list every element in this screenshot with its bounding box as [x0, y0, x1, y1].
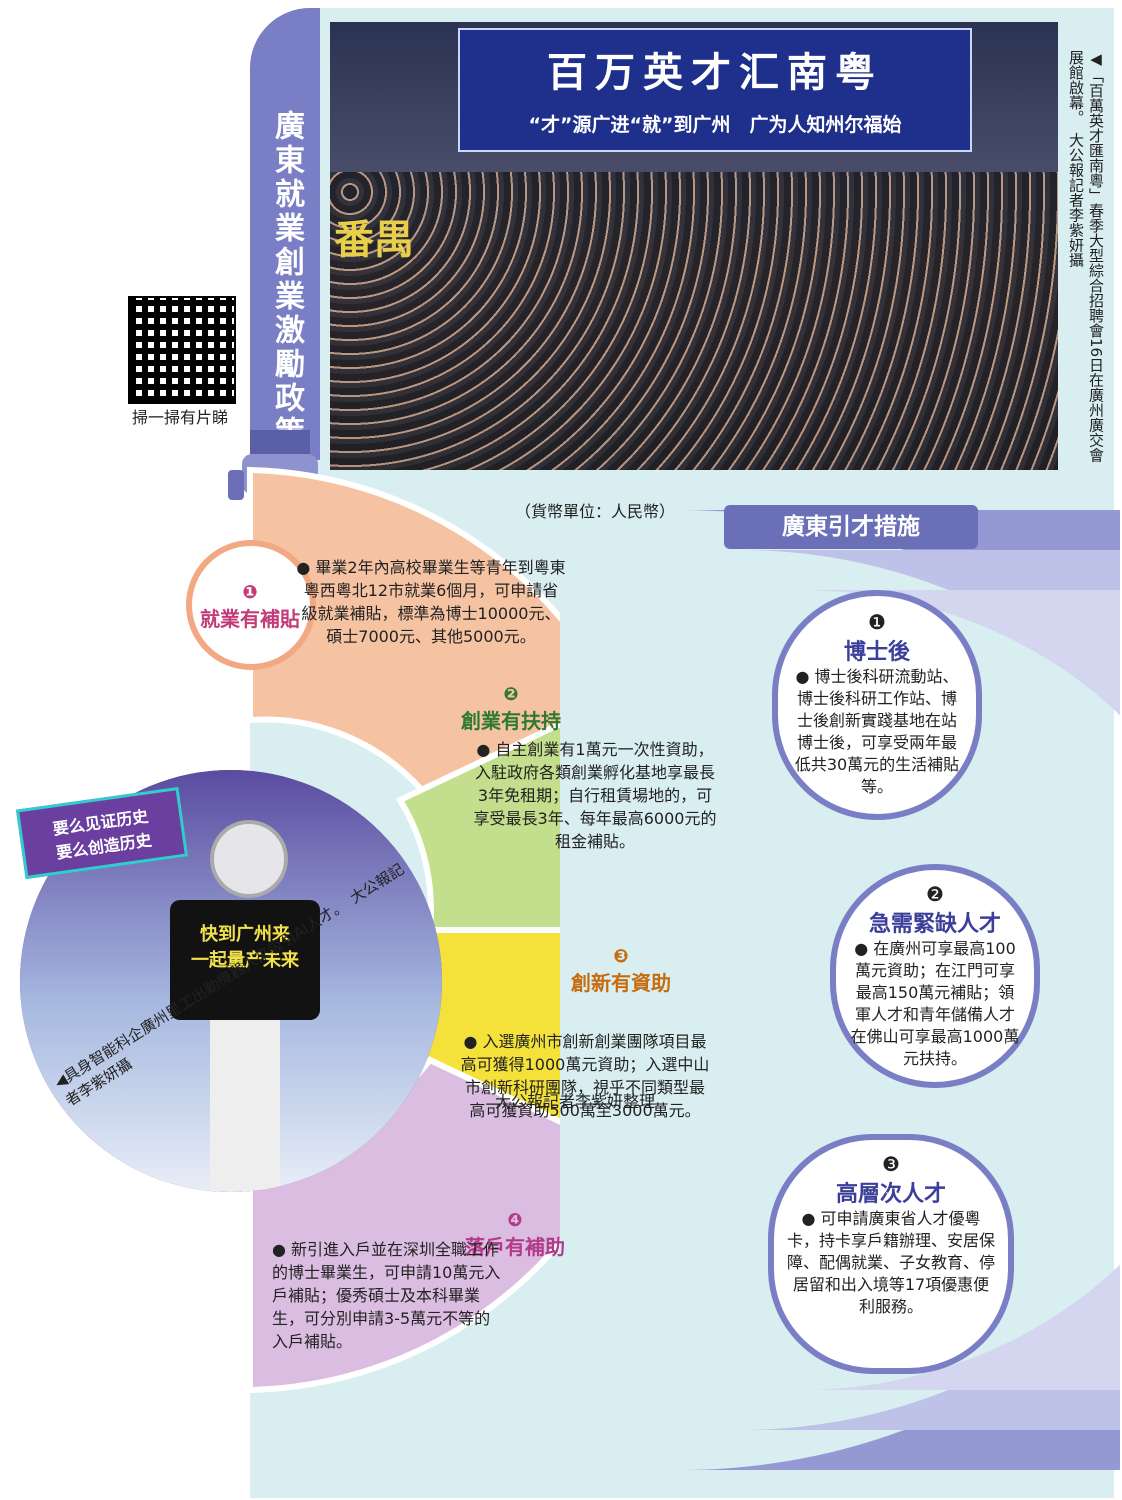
sector4-title: ❹ 落戶有補助: [450, 1210, 580, 1260]
right-item1-number: ❶: [868, 610, 886, 634]
photo-caption: ◀「百萬英才匯南粵」春季大型綜合招聘會16日在廣州廣交會展館啟幕。 大公報記者李…: [1067, 50, 1105, 463]
credit-line: 大公報記者李紫妍整理: [495, 1092, 656, 1111]
right-arc-decoration: [680, 510, 1120, 1471]
sector4-text: ● 新引進入戶並在深圳全職工作的博士畢業生，可申請10萬元入戶補貼；優秀碩士及本…: [272, 1240, 501, 1351]
robot-head: [210, 820, 288, 898]
qr-label: 掃一掃有片睇: [131, 408, 228, 427]
right-item3-text: ● 可申請廣東省人才優粵卡，持卡享戶籍辦理、安居保障、配偶就業、子女教育、停居留…: [786, 1209, 995, 1316]
right-heading: 廣東引才措施: [724, 505, 978, 549]
title-sidebar: [250, 8, 320, 460]
right-item3-title: 高層次人才: [835, 1182, 946, 1207]
qr-code[interactable]: [128, 296, 236, 404]
sector1-number: ❶: [242, 582, 258, 603]
shirt-line2: 一起量产未来: [191, 950, 299, 971]
sector4-number: ❹: [507, 1210, 523, 1231]
sector1-label: 就業有補貼: [200, 607, 300, 631]
banner-subtitle: “才”源广进“就”到广州 广为人知州尔福始: [528, 114, 902, 136]
sector2-label: 創業有扶持: [461, 709, 561, 733]
sector2-title: ❷ 創業有扶持: [446, 684, 576, 734]
panyu-sign: 番禺: [334, 217, 414, 263]
right-item2-number: ❷: [926, 882, 944, 906]
photo-banner: 百万英才汇南粤 “才”源广进“就”到广州 广为人知州尔福始: [458, 28, 972, 152]
sector3-text: ● 入選廣州市創新創業團隊項目最高可獲得1000萬元資助；入選中山市創新科研團隊…: [460, 1032, 710, 1120]
robot-body: [210, 1020, 280, 1190]
sector1-text: ● 畢業2年內高校畢業生等青年到粵東粵西粵北12市就業6個月，可申請省級就業補貼…: [296, 558, 566, 646]
sector4-label: 落戶有補助: [465, 1235, 565, 1259]
currency-note: （貨幣單位：人民幣）: [515, 502, 676, 521]
right-item3-number: ❸: [882, 1152, 900, 1176]
right-item-3: ❸ 高層次人才 ● 可申請廣東省人才優粵卡，持卡享戶籍辦理、安居保障、配偶就業、…: [768, 1134, 1014, 1374]
sector3-label: 創新有資助: [571, 971, 671, 995]
sector1-badge: [186, 540, 316, 670]
right-item-2: ❷ 急需緊缺人才 ● 在廣州可享最高100萬元資助；在江門可享最高150萬元補貼…: [830, 864, 1040, 1088]
right-item1-title: 博士後: [843, 640, 910, 665]
right-item-1: ❶ 博士後 ● 博士後科研流動站、博士後科研工作站、博士後創新實踐基地在站博士後…: [772, 590, 982, 820]
banner-title: 百万英才汇南粤: [547, 50, 883, 96]
right-item1-text: ● 博士後科研流動站、博士後科研工作站、博士後創新實踐基地在站博士後，可享受兩年…: [794, 667, 960, 796]
crowd-image: [330, 172, 1058, 470]
job-fair-photo: 百万英才汇南粤 “才”源广进“就”到广州 广为人知州尔福始 番禺: [330, 22, 1058, 470]
right-item2-text: ● 在廣州可享最高100萬元資助；在江門可享最高150萬元補貼；領軍人才和青年儲…: [850, 939, 1020, 1068]
sector2-number: ❷: [503, 684, 519, 705]
page-title: 廣東就業創業激勵政策: [269, 110, 304, 450]
shirt-line1: 快到广州来: [200, 924, 290, 945]
sector3-number: ❸: [613, 946, 629, 967]
sector2-text: ● 自主創業有1萬元一次性資助，入駐政府各類創業孵化基地享最長3年免租期；自行租…: [473, 740, 717, 851]
sector3-title: ❸ 創新有資助: [556, 946, 686, 996]
sector1-title: ❶ 就業有補貼: [190, 582, 310, 632]
robot-shirt: 快到广州来 一起量产未来: [170, 900, 320, 1020]
right-item2-title: 急需緊缺人才: [868, 912, 1001, 937]
